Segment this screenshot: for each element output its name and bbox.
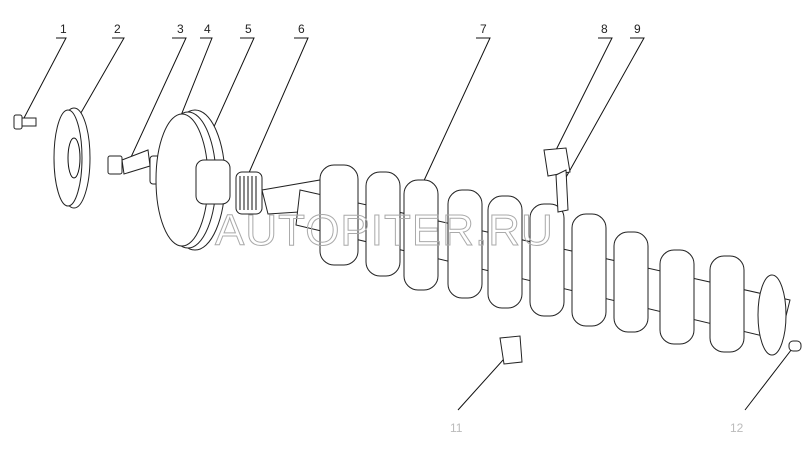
callout-1: 1 — [60, 22, 67, 36]
part-pin — [788, 340, 802, 352]
part-gear — [235, 171, 263, 215]
callout-11: 11 — [450, 421, 463, 435]
callout-4: 4 — [204, 22, 211, 36]
callout-7: 7 — [480, 22, 487, 36]
callout-6: 6 — [298, 22, 305, 36]
callout-12: 12 — [730, 421, 744, 435]
part-bolt-large — [107, 149, 151, 175]
part-bearing-shell-upper — [543, 147, 571, 177]
part-pulley — [53, 107, 91, 209]
watermark: AUTOPITER.RU — [215, 206, 554, 255]
part-crankshaft — [261, 164, 791, 356]
part-damper — [155, 109, 231, 251]
part-thrust-washer — [555, 169, 569, 213]
callout-2: 2 — [114, 22, 121, 36]
callout-labels: 1 2 3 4 5 6 7 8 9 11 12 — [60, 22, 744, 435]
callout-8: 8 — [601, 22, 608, 36]
callout-5: 5 — [245, 22, 252, 36]
callout-3: 3 — [177, 22, 184, 36]
callout-9: 9 — [634, 22, 641, 36]
part-bolt — [13, 114, 37, 130]
part-bearing-shell-lower — [499, 335, 523, 365]
